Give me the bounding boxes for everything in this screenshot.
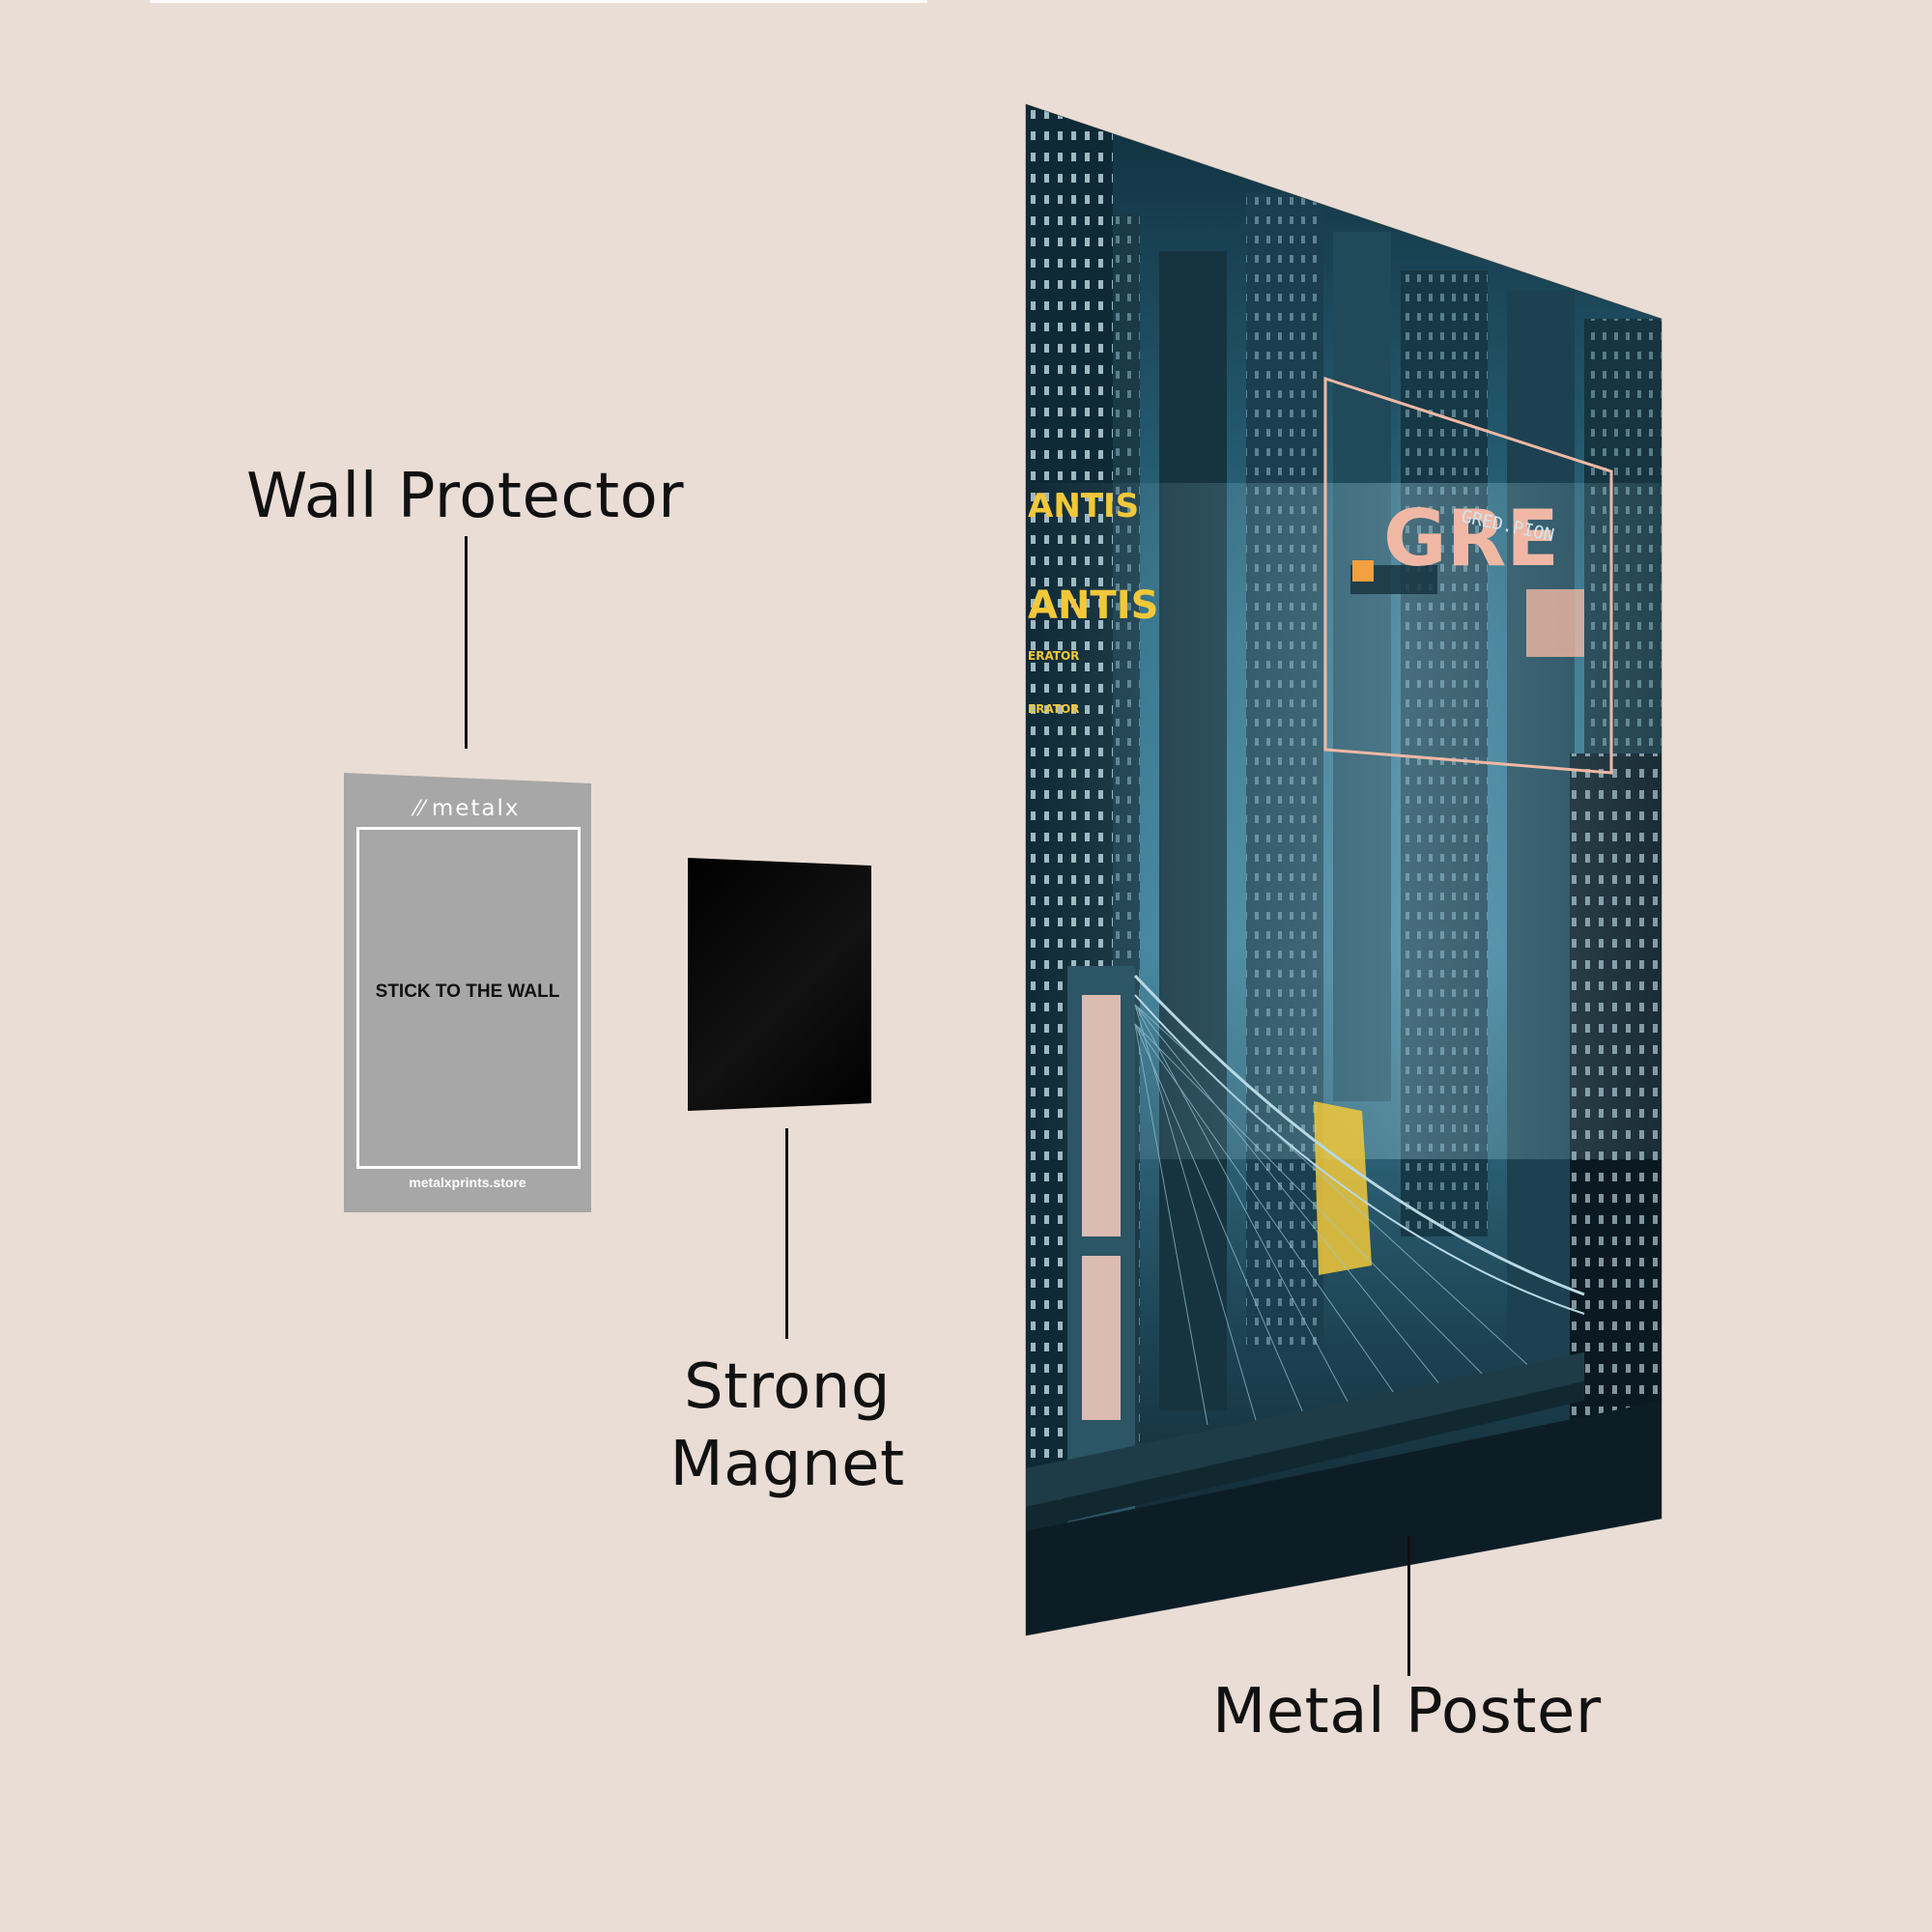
strong-magnet-label: Strong Magnet [657, 1349, 918, 1503]
poster-sign-left-2: ANTIS [1028, 583, 1158, 628]
top-edge-strip [150, 0, 927, 3]
billboard-gre-text: GRE [1383, 494, 1559, 583]
wall-protector-label: Wall Protector [246, 461, 685, 532]
strong-magnet-label-line2: Magnet [669, 1429, 905, 1500]
metal-poster-label: Metal Poster [1212, 1676, 1602, 1747]
protector-frame [356, 827, 581, 1169]
metalx-logo: ⁄⁄metalx [344, 796, 591, 821]
poster-sign-sub-1: ERATOR [1028, 649, 1079, 663]
wall-protector-connector-line [465, 536, 468, 749]
stick-instruction: STICK TO THE WALL [375, 981, 560, 1002]
metalx-logo-icon: ⁄⁄ [414, 797, 426, 821]
poster-connector-line [1407, 1536, 1410, 1676]
magnet-connector-line [785, 1128, 788, 1339]
poster-sign-sub-2: ERATOR [1028, 702, 1079, 716]
strong-magnet [688, 858, 871, 1111]
protector-url: metalxprints.store [409, 1175, 526, 1190]
poster-sign-left-1: ANTIS [1028, 487, 1139, 526]
wall-protector-sheet: ⁄⁄metalx STICK TO THE WALL metalxprints.… [344, 773, 591, 1212]
metalx-brand-text: metalx [431, 796, 521, 821]
strong-magnet-label-line1: Strong [684, 1351, 891, 1423]
